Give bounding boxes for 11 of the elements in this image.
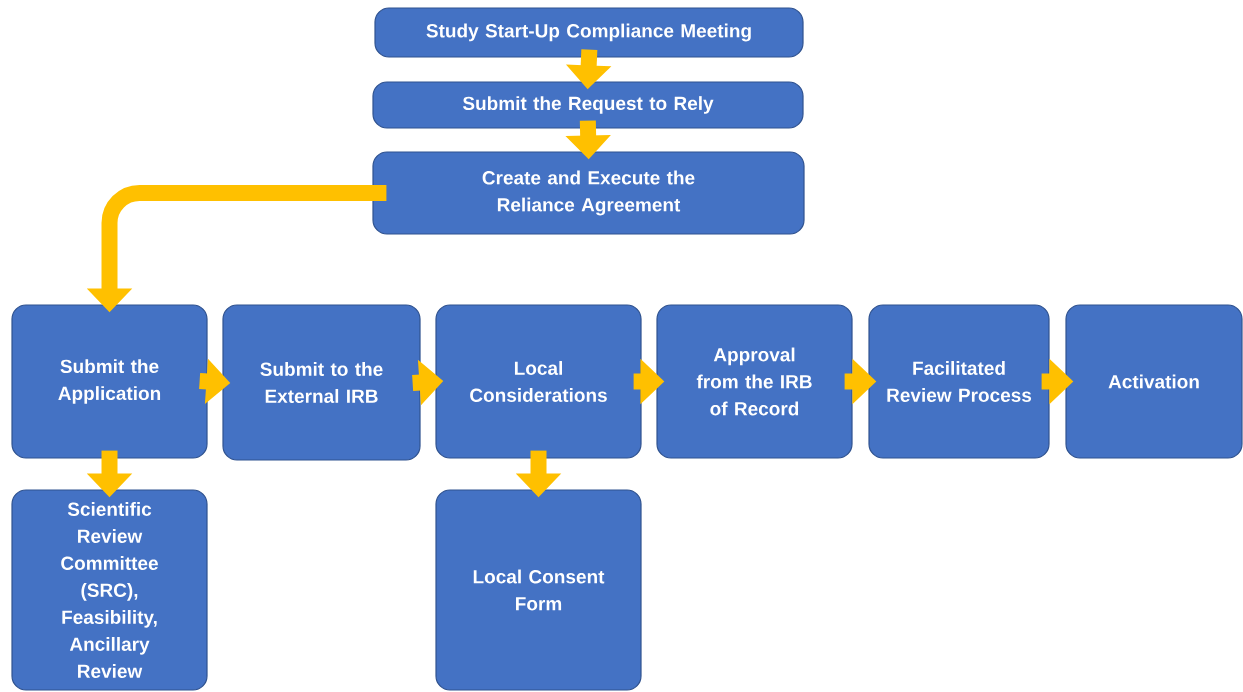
process-box: Local Consent Form [435, 489, 642, 691]
process-box: Create and Execute the Reliance Agreement [372, 151, 805, 235]
process-box: Submit to the External IRB [222, 304, 421, 461]
process-box: Local Considerations [435, 304, 642, 459]
process-box: Scientific Review Committee (SRC), Feasibility, Ancillary Review [11, 489, 208, 691]
process-box: Submit the Application [11, 304, 208, 459]
process-box: Activation [1065, 304, 1243, 459]
process-box: Approval from the IRB of Record [656, 304, 853, 459]
process-box: Facilitated Review Process [868, 304, 1050, 459]
process-box: Study Start-Up Compliance Meeting [374, 7, 804, 58]
process-box: Submit the Request to Rely [372, 81, 804, 129]
